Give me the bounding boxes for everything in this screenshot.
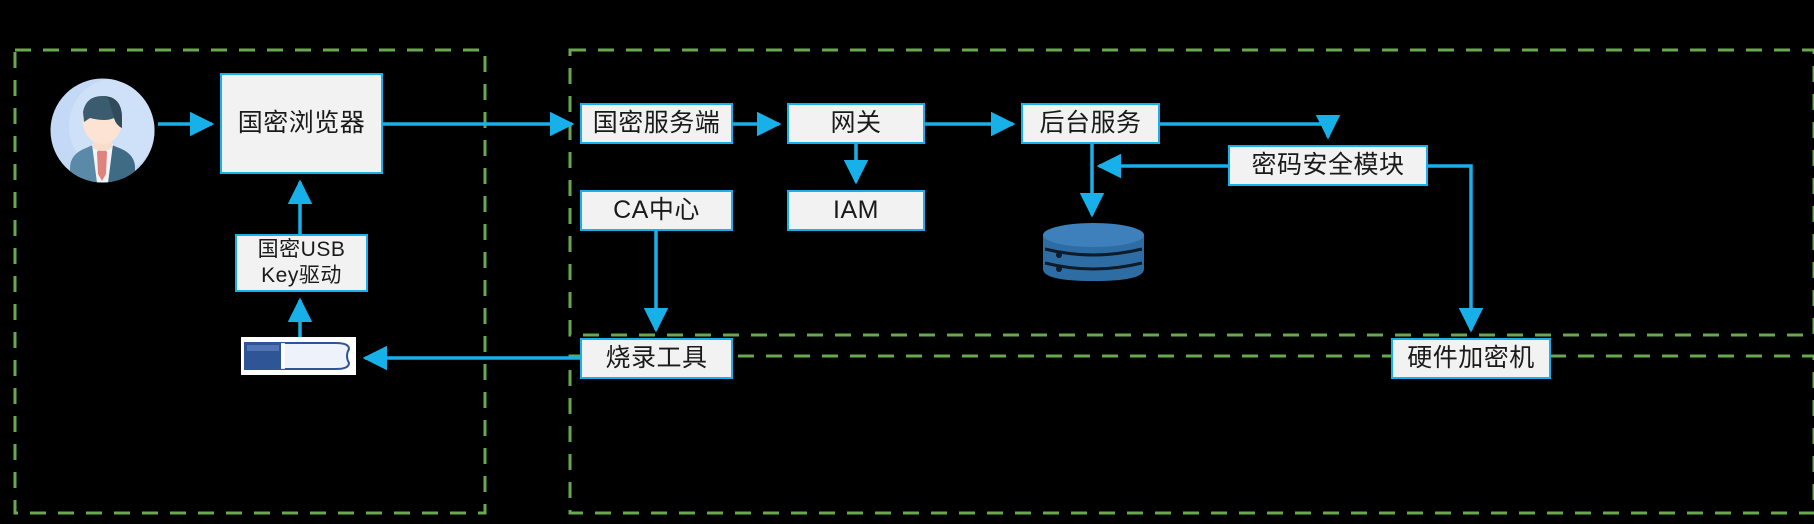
zone-client-boundary: [13, 48, 487, 515]
node-iam[interactable]: IAM: [787, 190, 925, 231]
edge-backend-to-crypto: [1160, 114, 1341, 140]
node-gateway[interactable]: 网关: [787, 103, 925, 144]
node-crypto-security-module[interactable]: 密码安全模块: [1228, 145, 1428, 186]
node-gm-usbkey-driver[interactable]: 国密USB Key驱动: [235, 234, 368, 292]
node-gm-browser[interactable]: 国密浏览器: [220, 73, 383, 174]
usb-key-icon: [241, 337, 356, 375]
node-backend-service[interactable]: 后台服务: [1021, 103, 1160, 144]
database-icon: [1043, 223, 1144, 281]
node-burn-tool[interactable]: 烧录工具: [580, 338, 733, 379]
zone-infra-boundary: [568, 354, 1814, 515]
node-hsm[interactable]: 硬件加密机: [1391, 338, 1551, 379]
node-ca-center[interactable]: CA中心: [580, 190, 733, 231]
user-avatar-icon: [50, 78, 155, 183]
edge-crypto-to-hsm: [1428, 164, 1484, 333]
zone-server-boundary: [568, 48, 1814, 337]
node-gm-server[interactable]: 国密服务端: [580, 103, 733, 144]
